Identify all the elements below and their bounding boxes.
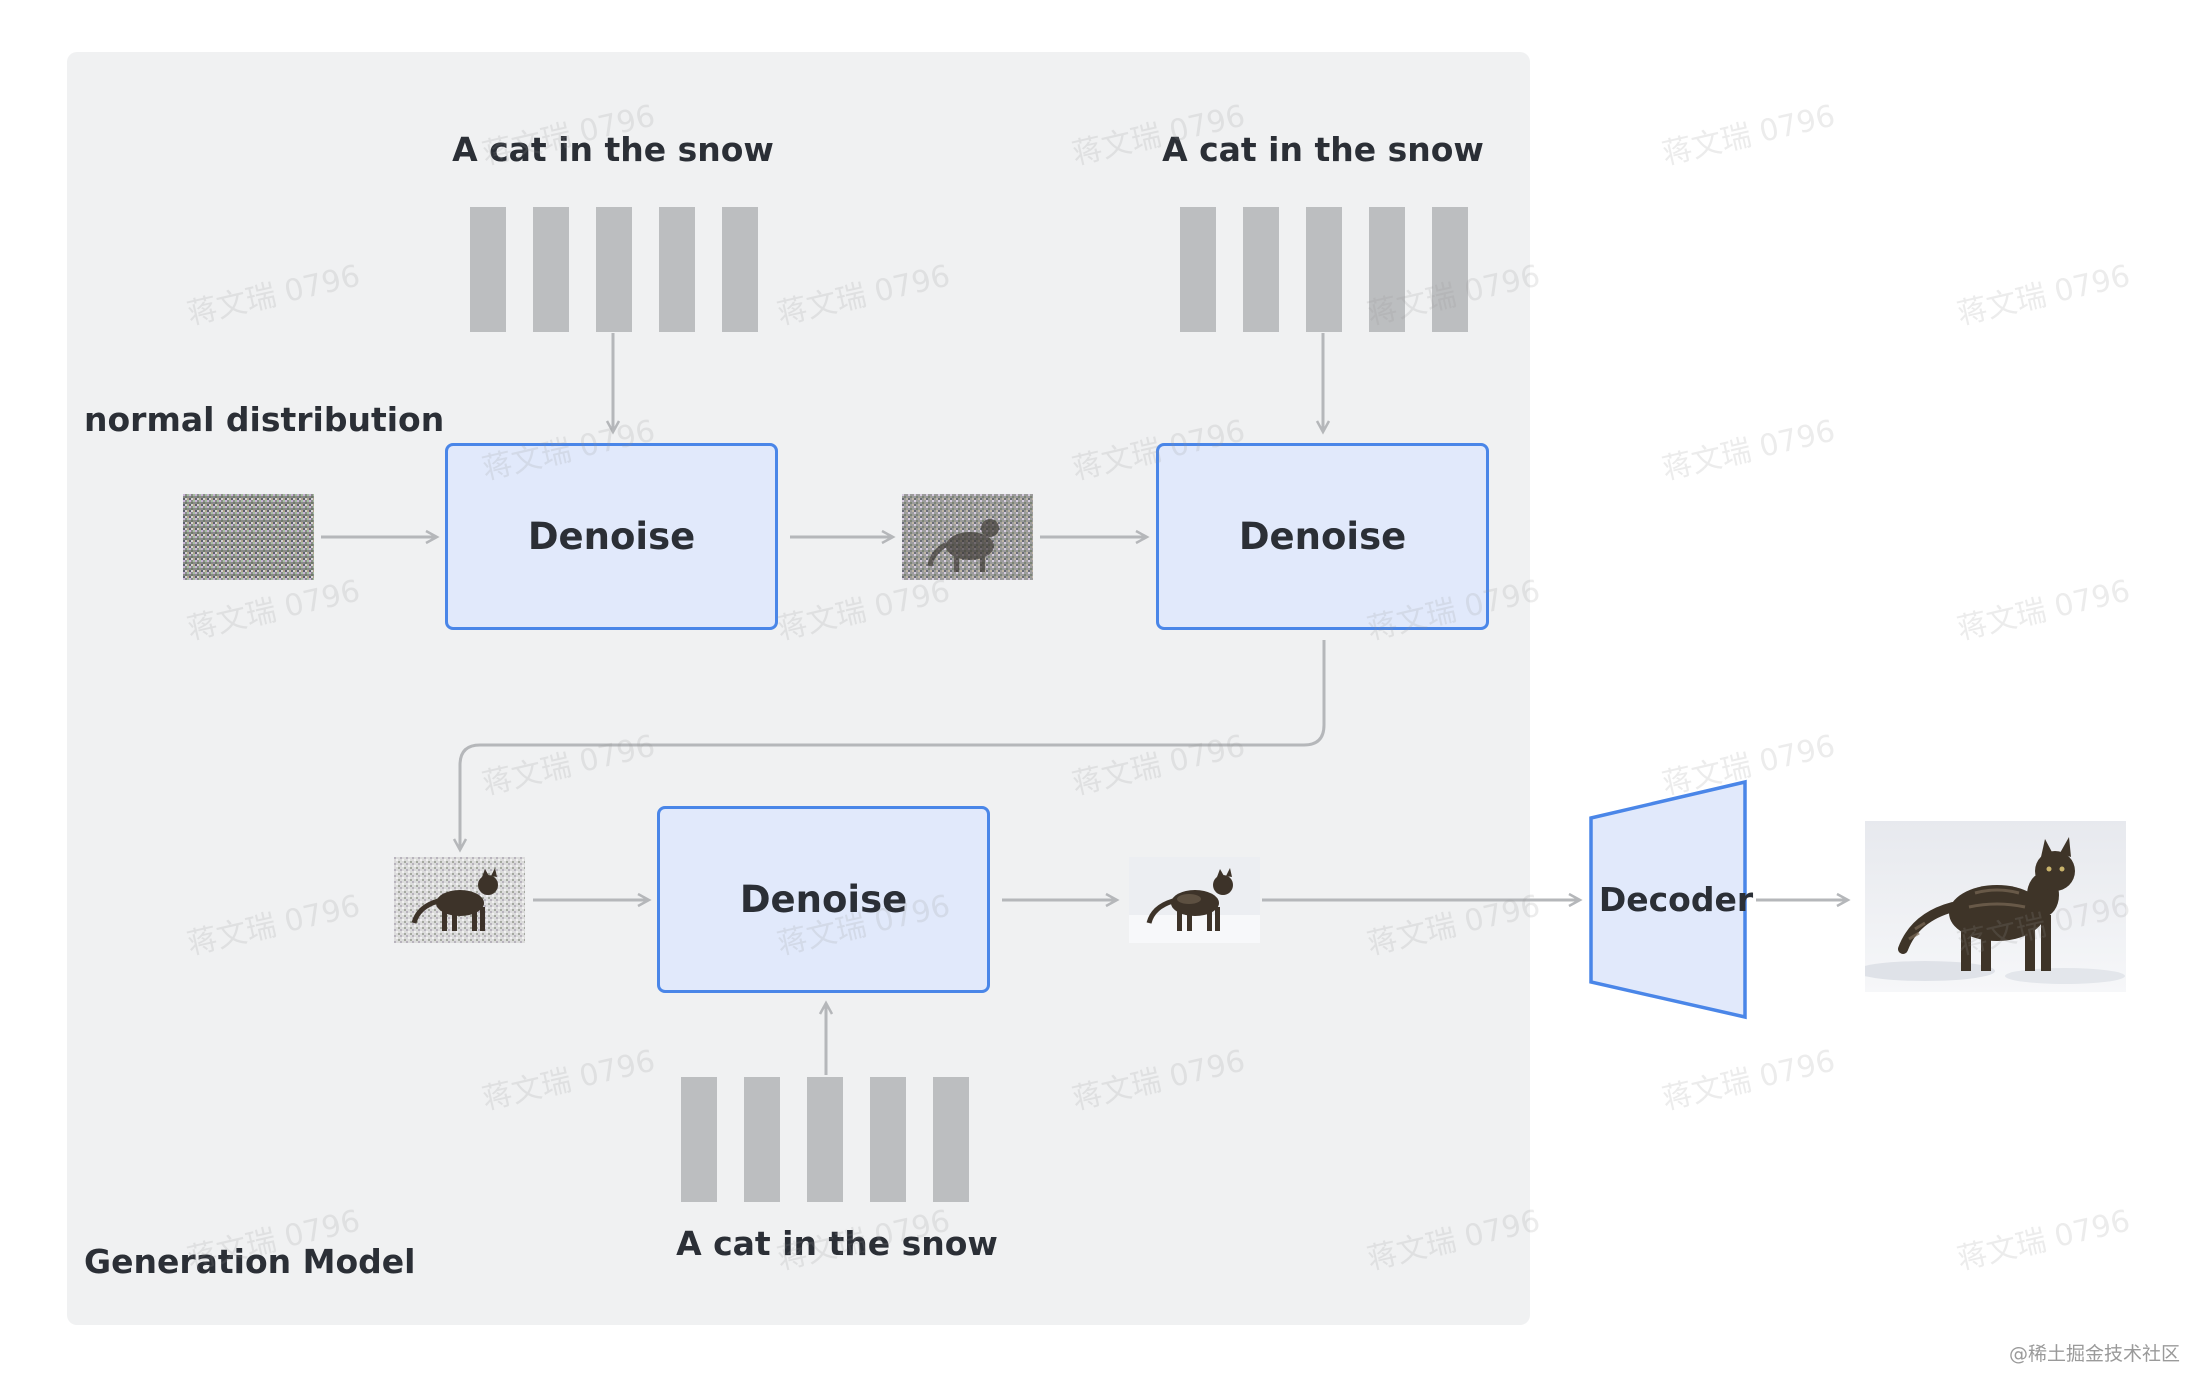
input-label: normal distribution xyxy=(84,400,445,439)
output-cat-image xyxy=(1865,821,2126,992)
token-bar xyxy=(807,1077,843,1202)
partially-denoised-image-1 xyxy=(902,494,1033,580)
token-bar xyxy=(933,1077,969,1202)
prompt-embedding-bars-1 xyxy=(470,207,760,332)
token-bar xyxy=(744,1077,780,1202)
token-bar xyxy=(596,207,632,332)
token-bar xyxy=(1243,207,1279,332)
credit-text: @稀土掘金技术社区 xyxy=(2008,1343,2180,1365)
prompt-embedding-bars-3 xyxy=(681,1077,971,1202)
prompt-embedding-bars-2 xyxy=(1180,207,1470,332)
panel-title: Generation Model xyxy=(84,1242,416,1281)
token-bar xyxy=(681,1077,717,1202)
token-bar xyxy=(722,207,758,332)
token-bar xyxy=(1180,207,1216,332)
token-bar xyxy=(659,207,695,332)
decoder-label: Decoder xyxy=(1598,880,1754,919)
token-bar xyxy=(1369,207,1405,332)
token-bar xyxy=(533,207,569,332)
noise-image xyxy=(183,494,314,580)
denoise-block-3: Denoise xyxy=(657,806,990,993)
denoise-block-1: Denoise xyxy=(445,443,778,630)
prompt-label-1: A cat in the snow xyxy=(452,130,774,169)
denoise-block-2: Denoise xyxy=(1156,443,1489,630)
generation-model-panel xyxy=(67,52,1530,1325)
prompt-label-2: A cat in the snow xyxy=(1162,130,1484,169)
token-bar xyxy=(1432,207,1468,332)
token-bar xyxy=(870,1077,906,1202)
denoised-latent-image xyxy=(1129,857,1260,943)
token-bar xyxy=(470,207,506,332)
prompt-label-3: A cat in the snow xyxy=(676,1224,998,1263)
decoder-shape xyxy=(1589,779,1747,1020)
token-bar xyxy=(1306,207,1342,332)
arrow-denoise-2-to-image-3 xyxy=(452,640,1326,853)
partially-denoised-image-2 xyxy=(394,857,525,943)
